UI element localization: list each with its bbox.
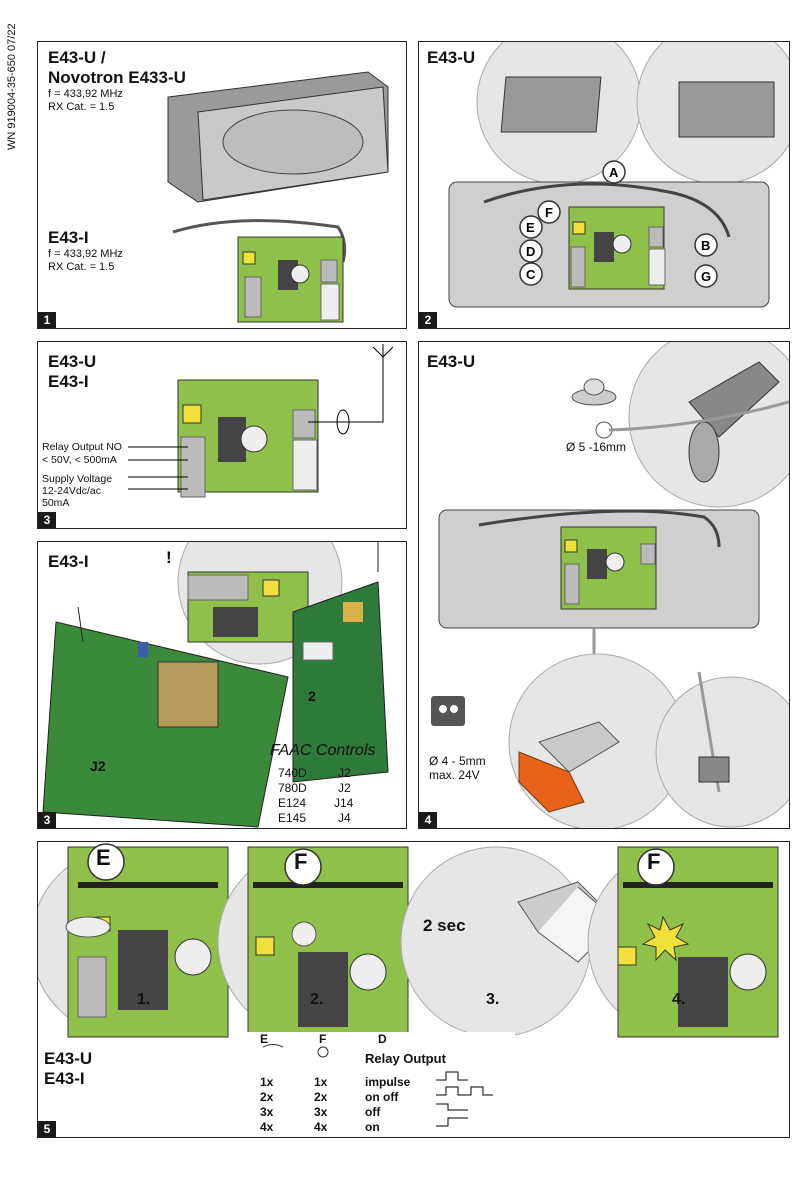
faac-title: FAAC Controls <box>270 742 376 759</box>
row3-mode: off <box>365 1105 381 1119</box>
document-id-text: WN 919004-35-650 07/22 <box>6 23 18 150</box>
panel5-number: 5 <box>38 1121 56 1137</box>
step2-f-label: F <box>294 849 308 874</box>
callout-c: C <box>519 262 543 286</box>
panel-4: E43-U Ø 5 -16mm Ø 4 - 5mm max. 24V 4 <box>418 341 790 829</box>
cable-size-1: Ø 5 -16mm <box>566 440 627 454</box>
callout-e-text: E <box>526 220 535 235</box>
supply-label-3: 50mA <box>42 497 70 509</box>
panel2-number: 2 <box>419 312 437 328</box>
panel3a-wiring-diagram <box>128 344 394 498</box>
panel2-illustration: A B C D E F G <box>448 42 789 308</box>
panel5-title-2: E43-I <box>44 1069 85 1088</box>
callout-e: E <box>519 215 543 239</box>
table-header-f: F <box>319 1032 327 1046</box>
row4-e: 4x <box>260 1120 274 1134</box>
callout-f-step4 <box>637 848 675 886</box>
faac-model-2: E124 <box>278 796 307 810</box>
faac-model-0: 740D <box>278 766 307 780</box>
callout-e-step <box>87 843 125 881</box>
table-header-e: E <box>260 1032 269 1046</box>
callout-c-text: C <box>526 267 536 282</box>
enclosure-image <box>167 71 389 203</box>
callout-a-text: A <box>609 165 619 180</box>
callout-b: B <box>694 233 718 257</box>
step-3: 3. <box>486 991 500 1008</box>
panel4-title: E43-U <box>427 352 476 371</box>
panel-3b: E43-I ! J2 2 FAAC Controls 740D J2 780D … <box>37 541 407 829</box>
callout-b-text: B <box>701 238 710 253</box>
panel3b-2-label: 2 <box>308 688 316 704</box>
panel3a-title-1: E43-U <box>48 352 97 371</box>
callout-a: A <box>602 160 626 184</box>
step-2: 2. <box>310 991 324 1008</box>
callout-d: D <box>519 239 543 263</box>
panel1-illustration <box>167 71 389 323</box>
callout-f: F <box>537 200 561 224</box>
panel1-title-1: E43-U / <box>48 48 106 67</box>
row1-e: 1x <box>260 1075 274 1089</box>
panel4-illustration <box>431 342 789 828</box>
panel3a-title-2: E43-I <box>48 372 89 391</box>
faac-conn-0: J2 <box>338 766 351 780</box>
row4-mode: on <box>365 1120 380 1134</box>
row1-f: 1x <box>314 1075 328 1089</box>
panel5-title-1: E43-U <box>44 1049 93 1068</box>
row4-f: 4x <box>314 1120 328 1134</box>
two-sec-label: 2 sec <box>423 916 466 935</box>
panel1-cat-1: RX Cat. = 1.5 <box>48 101 115 113</box>
panel2-title: E43-U <box>427 48 476 67</box>
panel4-number: 4 <box>419 812 437 828</box>
row1-mode: impulse <box>365 1075 411 1089</box>
table-header-d: D <box>378 1032 387 1046</box>
panel1-freq-2: f = 433,92 MHz <box>48 248 123 260</box>
panel3b-j2-label: J2 <box>90 758 106 774</box>
faac-conn-1: J2 <box>338 781 351 795</box>
panel-3a: E43-U E43-I Relay Output NO < 50V, < 500… <box>37 341 407 529</box>
faac-model-3: E145 <box>278 811 307 825</box>
relay-label-1: Relay Output NO <box>42 441 122 453</box>
step-1: 1. <box>137 991 151 1008</box>
panel1-title-3: E43-I <box>48 228 89 247</box>
panel-5: E F F 1. 2. 3. 4. 2 sec E43-U E43-I E F … <box>37 841 790 1138</box>
faac-conn-3: J4 <box>338 811 351 825</box>
row2-e: 2x <box>260 1090 274 1104</box>
step-4: 4. <box>672 991 686 1008</box>
row2-mode: on off <box>365 1090 399 1104</box>
panel1-number: 1 <box>38 312 56 328</box>
supply-label-1: Supply Voltage <box>42 473 113 485</box>
cable-size-2a: Ø 4 - 5mm <box>429 754 486 768</box>
supply-label-2: 12-24Vdc/ac <box>42 485 101 497</box>
pcb-image <box>172 219 347 323</box>
panel3b-number: 3 <box>38 812 56 828</box>
panel1-title-2: Novotron E433-U <box>48 68 186 87</box>
panel5-steps-illustration <box>38 843 779 1137</box>
document-id: WN 919004-35-650 07/22 <box>6 23 26 150</box>
step-e-label: E <box>96 845 111 870</box>
relay-label-2: < 50V, < 500mA <box>42 454 117 466</box>
panel-1: E43-U / Novotron E433-U f = 433,92 MHz R… <box>37 41 407 329</box>
faac-model-1: 780D <box>278 781 307 795</box>
step4-f-label: F <box>647 849 661 874</box>
callout-g: G <box>694 264 718 288</box>
callout-f-step2 <box>284 848 322 886</box>
panel3b-exclamation: ! <box>166 548 172 567</box>
panel1-freq-1: f = 433,92 MHz <box>48 88 123 100</box>
row3-f: 3x <box>314 1105 328 1119</box>
row2-f: 2x <box>314 1090 328 1104</box>
callout-d-text: D <box>526 244 535 259</box>
panel-2: E43-U A B C D E F G 2 <box>418 41 790 329</box>
cable-size-2b: max. 24V <box>429 768 480 782</box>
panel3b-illustration <box>42 542 389 828</box>
row3-e: 3x <box>260 1105 274 1119</box>
panel1-cat-2: RX Cat. = 1.5 <box>48 261 115 273</box>
panel3a-number: 3 <box>38 512 56 528</box>
callout-f-text: F <box>545 205 553 220</box>
faac-conn-2: J14 <box>334 796 354 810</box>
callout-g-text: G <box>701 269 711 284</box>
panel3b-title: E43-I <box>48 552 89 571</box>
table-header-relay: Relay Output <box>365 1051 446 1066</box>
